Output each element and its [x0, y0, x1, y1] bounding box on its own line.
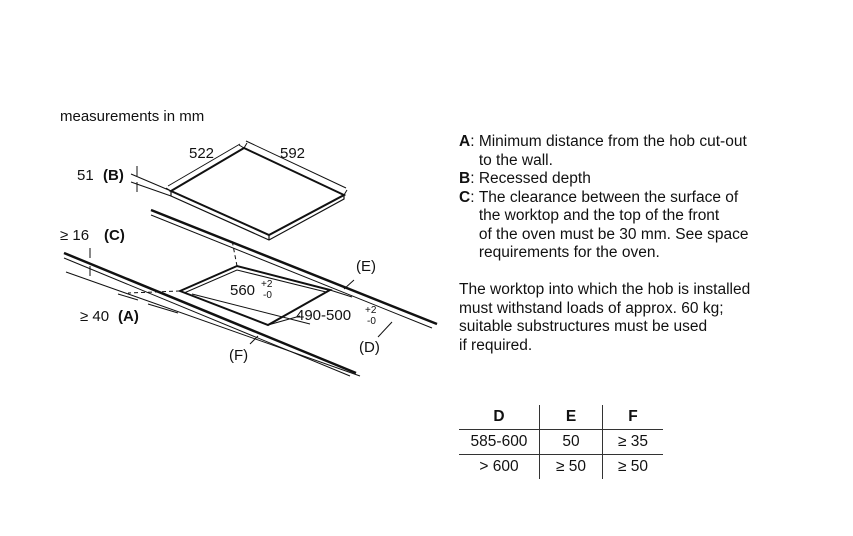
table-cell: > 600: [459, 454, 540, 479]
projection-dashes: [127, 239, 238, 294]
depth-b-markers: [130, 166, 172, 197]
distance-e-label: (E): [356, 258, 376, 275]
worktop-front-edge: [63, 251, 357, 375]
table-header: F: [602, 405, 663, 430]
note-line: suitable substructures must be used: [459, 318, 708, 335]
depth-b-label: (B): [103, 167, 124, 184]
distance-f-marker: [249, 335, 259, 345]
table-cell: ≥ 35: [602, 429, 663, 455]
legend-key: C: [459, 188, 471, 206]
legend-item-a: A: Minimum distance from the hob cut-out…: [459, 133, 819, 170]
distance-a-label: (A): [118, 308, 139, 325]
cutout-depth-value: 490-500: [296, 307, 351, 324]
worktop-back-edge: [150, 208, 438, 326]
cutout-width-tol-minus: -0: [263, 290, 272, 301]
legend-item-c: C: The clearance between the surface of …: [459, 189, 819, 263]
clearance-c-label: (C): [104, 227, 125, 244]
cutout-width-value: 560: [230, 282, 255, 299]
distance-d-marker: [377, 321, 393, 338]
hob-thickness: [170, 191, 345, 241]
distance-a-value: ≥ 40: [80, 308, 109, 325]
table-row: 585-600 50 ≥ 35: [459, 429, 663, 455]
legend-key: B: [459, 170, 471, 187]
cutout-depth-arrow: [267, 289, 353, 326]
distance-f-label: (F): [229, 347, 248, 364]
table-cell: ≥ 50: [539, 454, 603, 479]
legend-line: of the oven must be 30 mm. See space: [478, 225, 749, 243]
table-cell: 50: [539, 429, 603, 455]
clearance-c-value: ≥ 16: [60, 227, 89, 244]
note-line: if required.: [459, 336, 533, 354]
note-line: The worktop into which the hob is instal…: [459, 281, 751, 298]
legend-line: The clearance between the surface of: [478, 188, 739, 206]
note-line: must withstand loads of approx. 60 kg;: [459, 299, 724, 317]
legend-item-b: B: Recessed depth: [459, 170, 819, 189]
table-header-row: D E F: [459, 405, 663, 430]
cutout-inner-edge: [183, 269, 327, 294]
legend-line: Minimum distance from the hob cut-out: [478, 133, 747, 150]
hob-width-label: 592: [280, 145, 305, 162]
cutout-depth-tol-minus: -0: [367, 316, 376, 327]
units-caption: measurements in mm: [60, 108, 204, 125]
legend-line: Recessed depth: [478, 170, 591, 187]
legend-line: requirements for the oven.: [478, 244, 660, 261]
worktop-back-edge-thin: [150, 214, 433, 329]
legend-line: to the wall.: [478, 151, 553, 169]
hob-depth-label: 522: [189, 145, 214, 162]
table-row: > 600 ≥ 50 ≥ 50: [459, 454, 663, 479]
table-header: E: [539, 405, 603, 430]
cutout-width-tol-plus: +2: [261, 279, 273, 290]
legend-key: A: [459, 133, 471, 150]
distance-e-marker: [343, 279, 355, 290]
cutout-depth-tol-plus: +2: [365, 305, 377, 316]
worktop-front-edge-thin: [63, 257, 361, 377]
clearance-table: D E F 585-600 50 ≥ 35 > 600 ≥ 50 ≥ 50: [459, 405, 663, 479]
legend: A: Minimum distance from the hob cut-out…: [459, 133, 819, 263]
table-header: D: [493, 408, 505, 425]
table-cell: 585-600: [459, 429, 540, 455]
load-note: The worktop into which the hob is instal…: [459, 281, 829, 355]
distance-d-label: (D): [359, 339, 380, 356]
table-cell: ≥ 50: [602, 454, 663, 479]
distance-a-markers: [117, 293, 179, 314]
depth-b-value: 51: [77, 167, 94, 184]
legend-line: the worktop and the top of the front: [478, 207, 720, 224]
